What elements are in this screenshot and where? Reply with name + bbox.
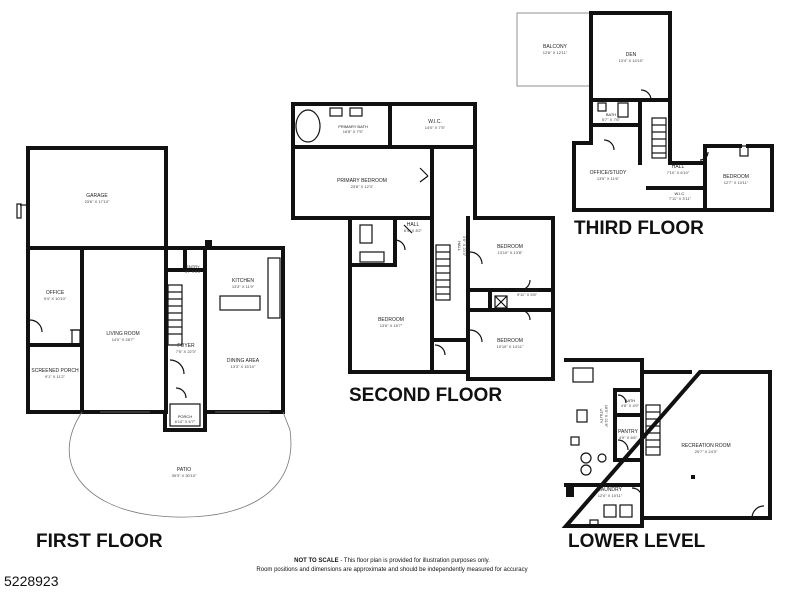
room-office-dim: 9'4" X 10'10" xyxy=(44,296,67,301)
room-wic-third: W.I.C. xyxy=(675,191,686,196)
room-entry-dim: 5'7" X 6'6" xyxy=(185,270,202,274)
room-porch: PORCH xyxy=(178,414,193,419)
room-hall-third: HALL xyxy=(672,164,685,170)
room-primary-bath-dim: 16'8" X 7'5" xyxy=(343,129,364,134)
room-bath-lower-dim: 4'8" X 4'9" xyxy=(621,403,640,408)
room-den-dim: 13'4" X 14'10" xyxy=(619,58,644,63)
room-bedroom-b: BEDROOM xyxy=(378,317,404,323)
room-bedroom-a: BEDROOM xyxy=(497,244,523,250)
room-balcony: BALCONY xyxy=(543,44,568,50)
room-living-dim: 14'0" X 28'7" xyxy=(112,337,135,342)
room-garage: GARAGE xyxy=(86,193,108,199)
room-wic-second-dim: 14'0" X 7'5" xyxy=(425,125,446,130)
disclaimer-rest: - This floor plan is provided for illust… xyxy=(339,558,491,564)
room-utility: UTILITY xyxy=(599,409,604,424)
second-floor-plan xyxy=(291,102,555,381)
room-foyer-dim: 7'5" X 22'3" xyxy=(176,349,197,354)
room-pantry: PANTRY xyxy=(618,429,638,435)
listing-id: 5228923 xyxy=(4,573,59,589)
room-screened-porch: SCREENED PORCH xyxy=(31,368,79,374)
floor-title-third: THIRD FLOOR xyxy=(574,218,704,239)
room-laundry-dim: 12'4" X 10'11" xyxy=(598,493,623,498)
room-bedroom-a-dim: 13'10" X 13'8" xyxy=(498,250,523,255)
room-hall-vertical-dim: 3'6" X 23'4" xyxy=(462,236,467,257)
room-porch-dim: 6'10" X 6'7" xyxy=(175,419,196,424)
third-floor-plan xyxy=(516,11,774,212)
room-living: LIVING ROOM xyxy=(106,331,139,337)
room-primary-bedroom-dim: 23'8" X 12'3" xyxy=(351,184,374,189)
room-primary-bedroom: PRIMARY BEDROOM xyxy=(337,178,387,184)
room-bathroom-second: BATHROOM xyxy=(516,287,539,292)
room-bedroom-third: BEDROOM xyxy=(723,174,749,180)
room-den: DEN xyxy=(626,52,637,58)
room-laundry: LAUNDRY xyxy=(598,487,622,493)
lower-level-plan xyxy=(561,358,772,528)
room-pantry-dim: 4'9" X 6'6" xyxy=(619,435,638,440)
room-utility-dim: 18'5" X 21'8" xyxy=(604,405,609,428)
disclaimer-bold: NOT TO SCALE xyxy=(294,558,339,564)
room-bathroom-second-dim: 9'11" X 5'8" xyxy=(517,292,538,297)
room-recreation: RECREATION ROOM xyxy=(681,443,730,449)
room-wic-third-dim: 7'11" X 3'11" xyxy=(669,196,692,201)
room-hall-second: HALL xyxy=(407,222,420,228)
room-bedroom-b-dim: 13'6" X 15'7" xyxy=(380,323,403,328)
floor-title-lower: LOWER LEVEL xyxy=(568,531,706,552)
room-kitchen: KITCHEN xyxy=(232,278,254,284)
room-primary-bath: PRIMARY BATH xyxy=(338,124,368,129)
room-office: OFFICE xyxy=(46,290,65,296)
room-bedroom-third-dim: 12'7" X 10'11" xyxy=(724,180,749,185)
disclaimer-line-2: Room positions and dimensions are approx… xyxy=(256,567,527,573)
room-patio: PATIO xyxy=(177,467,191,473)
room-recreation-dim: 20'7" X 24'3" xyxy=(695,449,718,454)
room-hall-vertical: HALL xyxy=(457,241,462,252)
room-office-study: OFFICE/STUDY xyxy=(590,170,627,176)
room-bath-third: BATH xyxy=(606,112,616,117)
room-bedroom-c: BEDROOM xyxy=(497,338,523,344)
room-hall-third-dim: 7'10" X 6'10" xyxy=(667,170,690,175)
room-dining: DINING AREA xyxy=(227,358,260,364)
room-bath-lower: BATH xyxy=(625,398,635,403)
floor-title-second: SECOND FLOOR xyxy=(349,385,502,406)
room-dining-dim: 13'3" X 15'10" xyxy=(231,364,256,369)
room-patio-dim: 39'3" X 30'10" xyxy=(172,473,197,478)
room-office-study-dim: 13'5" X 11'6" xyxy=(597,176,620,181)
room-foyer: FOYER xyxy=(177,343,195,349)
room-screened-porch-dim: 9'1" X 11'2" xyxy=(45,374,66,379)
first-floor-plan xyxy=(16,146,292,518)
room-kitchen-dim: 13'3" X 11'9" xyxy=(232,284,255,289)
room-garage-dim: 23'6" X 17'10" xyxy=(85,199,110,204)
room-hall-second-dim: 6'4" X 8'2" xyxy=(404,228,423,233)
room-wic-second: W.I.C. xyxy=(428,119,442,125)
room-balcony-dim: 12'8" X 12'11" xyxy=(543,50,568,55)
floor-title-first: FIRST FLOOR xyxy=(36,531,163,552)
room-bedroom-c-dim: 10'10" X 14'11" xyxy=(497,344,524,349)
room-entry: ENTRY xyxy=(186,264,200,269)
disclaimer-line-1: NOT TO SCALE - This floor plan is provid… xyxy=(294,558,490,564)
room-bath-third-dim: 5'7" X 7'6" xyxy=(602,117,621,122)
